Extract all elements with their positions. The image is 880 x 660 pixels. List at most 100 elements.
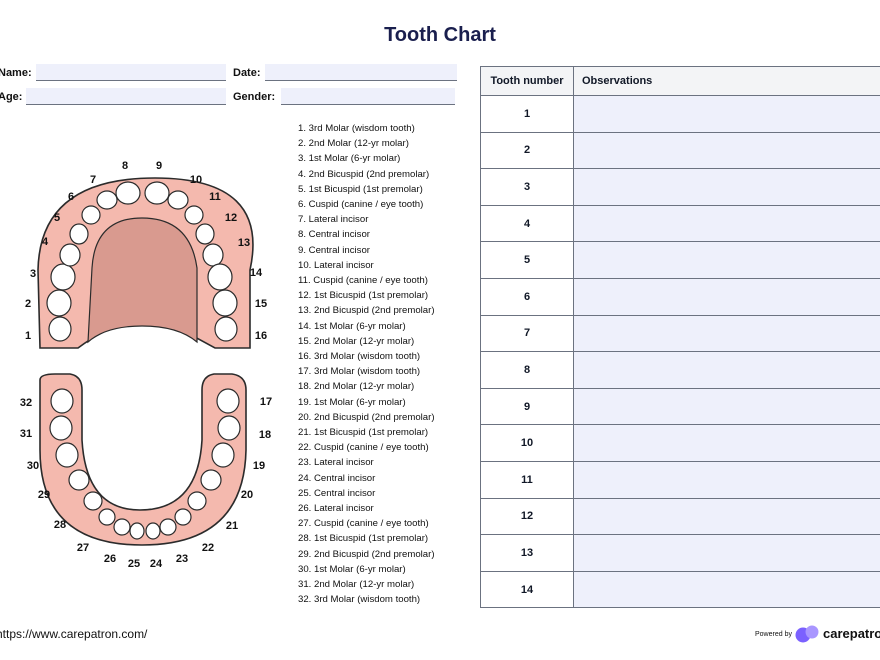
tooth xyxy=(167,190,189,210)
legend-item: 5. 1st Bicuspid (1st premolar) xyxy=(298,183,423,195)
tooth-number-label: 3 xyxy=(30,268,36,280)
tooth xyxy=(59,243,81,267)
observation-input[interactable] xyxy=(573,387,880,426)
table-row: 7 xyxy=(480,314,880,353)
tooth-number-cell: 1 xyxy=(480,95,574,133)
observation-input[interactable] xyxy=(573,95,880,133)
legend-item: 9. Central incisor xyxy=(298,244,370,256)
observation-input[interactable] xyxy=(573,241,880,279)
tooth xyxy=(195,223,215,245)
date-field[interactable] xyxy=(265,64,457,81)
tooth xyxy=(69,223,89,245)
name-field[interactable] xyxy=(36,64,226,81)
age-field[interactable] xyxy=(26,88,226,105)
tooth-number-label: 32 xyxy=(20,397,32,409)
legend-item: 1. 3rd Molar (wisdom tooth) xyxy=(298,123,415,134)
tooth xyxy=(46,289,72,317)
legend-item: 31. 2nd Molar (12-yr molar) xyxy=(298,579,415,591)
observation-input[interactable] xyxy=(573,534,880,572)
tooth xyxy=(98,508,116,526)
tooth-number-label: 13 xyxy=(238,237,250,249)
table-row: 8 xyxy=(480,351,880,389)
observation-input[interactable] xyxy=(573,424,880,462)
tooth xyxy=(115,181,141,205)
tooth xyxy=(200,469,222,491)
footer-url-link[interactable]: https://www.carepatron.com/ xyxy=(0,627,148,641)
tooth-number-label: 18 xyxy=(259,429,271,441)
legend-item: 30. 1st Molar (6-yr molar) xyxy=(298,563,406,575)
legend-item: 22. Cuspid (canine / eye tooth) xyxy=(298,442,429,454)
tooth-number-label: 31 xyxy=(20,428,32,440)
tooth xyxy=(202,243,224,267)
tooth xyxy=(144,181,170,205)
observations-header: Observations xyxy=(573,66,880,96)
table-row: 12 xyxy=(480,497,880,536)
tooth-number-label: 8 xyxy=(122,160,128,172)
tooth-number-label: 7 xyxy=(90,174,96,186)
tooth xyxy=(81,205,101,225)
tooth-number-label: 28 xyxy=(54,519,66,531)
tooth-number-label: 29 xyxy=(38,489,50,501)
tooth-number-cell: 2 xyxy=(480,131,574,170)
table-row: 6 xyxy=(480,277,880,316)
table-row: 1 xyxy=(480,95,880,133)
observation-input[interactable] xyxy=(573,204,880,243)
observation-input[interactable] xyxy=(573,277,880,316)
tooth-number-label: 17 xyxy=(260,396,272,408)
tooth-number-cell: 10 xyxy=(480,424,574,462)
legend-item: 28. 1st Bicuspid (1st premolar) xyxy=(298,533,429,545)
tooth xyxy=(50,388,74,414)
table-row: 11 xyxy=(480,460,880,499)
legend-item: 15. 2nd Molar (12-yr molar) xyxy=(298,335,415,347)
legend-item: 4. 2nd Bicuspid (2nd premolar) xyxy=(298,168,430,180)
observation-input[interactable] xyxy=(573,131,880,170)
brand-name: carepatron xyxy=(823,626,880,641)
tooth xyxy=(216,388,240,414)
lower-teeth xyxy=(49,388,241,540)
tooth-number-label: 1 xyxy=(25,330,31,342)
legend-item: 6. Cuspid (canine / eye tooth) xyxy=(298,199,424,211)
gender-label: Gender: xyxy=(233,91,276,103)
legend-item: 27. Cuspid (canine / eye tooth) xyxy=(298,518,429,530)
legend-item: 26. Lateral incisor xyxy=(298,503,374,515)
observation-input[interactable] xyxy=(573,497,880,536)
age-label: Age: xyxy=(0,91,23,103)
legend-item: 12. 1st Bicuspid (1st premolar) xyxy=(298,290,429,302)
tooth-number-label: 12 xyxy=(225,212,237,224)
legend-item: 14. 1st Molar (6-yr molar) xyxy=(298,320,406,332)
table-row: 5 xyxy=(480,241,880,279)
tooth xyxy=(96,190,118,210)
gender-field[interactable] xyxy=(281,88,455,105)
tooth-number-cell: 12 xyxy=(480,497,574,536)
tooth-number-label: 19 xyxy=(253,460,265,472)
legend-item: 16. 3rd Molar (wisdom tooth) xyxy=(298,351,421,363)
tooth-number-label: 14 xyxy=(250,267,263,279)
observation-input[interactable] xyxy=(573,351,880,389)
observation-input[interactable] xyxy=(573,168,880,206)
table-row: 10 xyxy=(480,424,880,462)
tooth-number-cell: 11 xyxy=(480,460,574,499)
observation-input[interactable] xyxy=(573,314,880,353)
upper-teeth xyxy=(46,181,238,342)
tooth xyxy=(49,415,73,441)
tooth-number-label: 30 xyxy=(27,460,39,472)
tooth xyxy=(184,205,204,225)
legend-item: 11. Cuspid (canine / eye tooth) xyxy=(298,275,428,287)
tooth-number-header: Tooth number xyxy=(480,66,574,96)
tooth-number-label: 15 xyxy=(255,298,267,310)
table-row: 4 xyxy=(480,204,880,243)
tooth-number-label: 5 xyxy=(54,212,60,224)
table-row: 14 xyxy=(480,570,880,609)
tooth xyxy=(207,263,233,291)
observation-input[interactable] xyxy=(573,570,880,609)
tooth xyxy=(159,518,177,536)
tooth-number-cell: 6 xyxy=(480,277,574,316)
tooth-number-label: 25 xyxy=(128,558,140,570)
legend-item: 25. Central incisor xyxy=(298,487,376,499)
tooth-number-label: 6 xyxy=(68,191,74,203)
table-row: 3 xyxy=(480,168,880,206)
observation-input[interactable] xyxy=(573,460,880,499)
legend-item: 32. 3rd Molar (wisdom tooth) xyxy=(298,594,421,606)
palate xyxy=(87,217,198,344)
